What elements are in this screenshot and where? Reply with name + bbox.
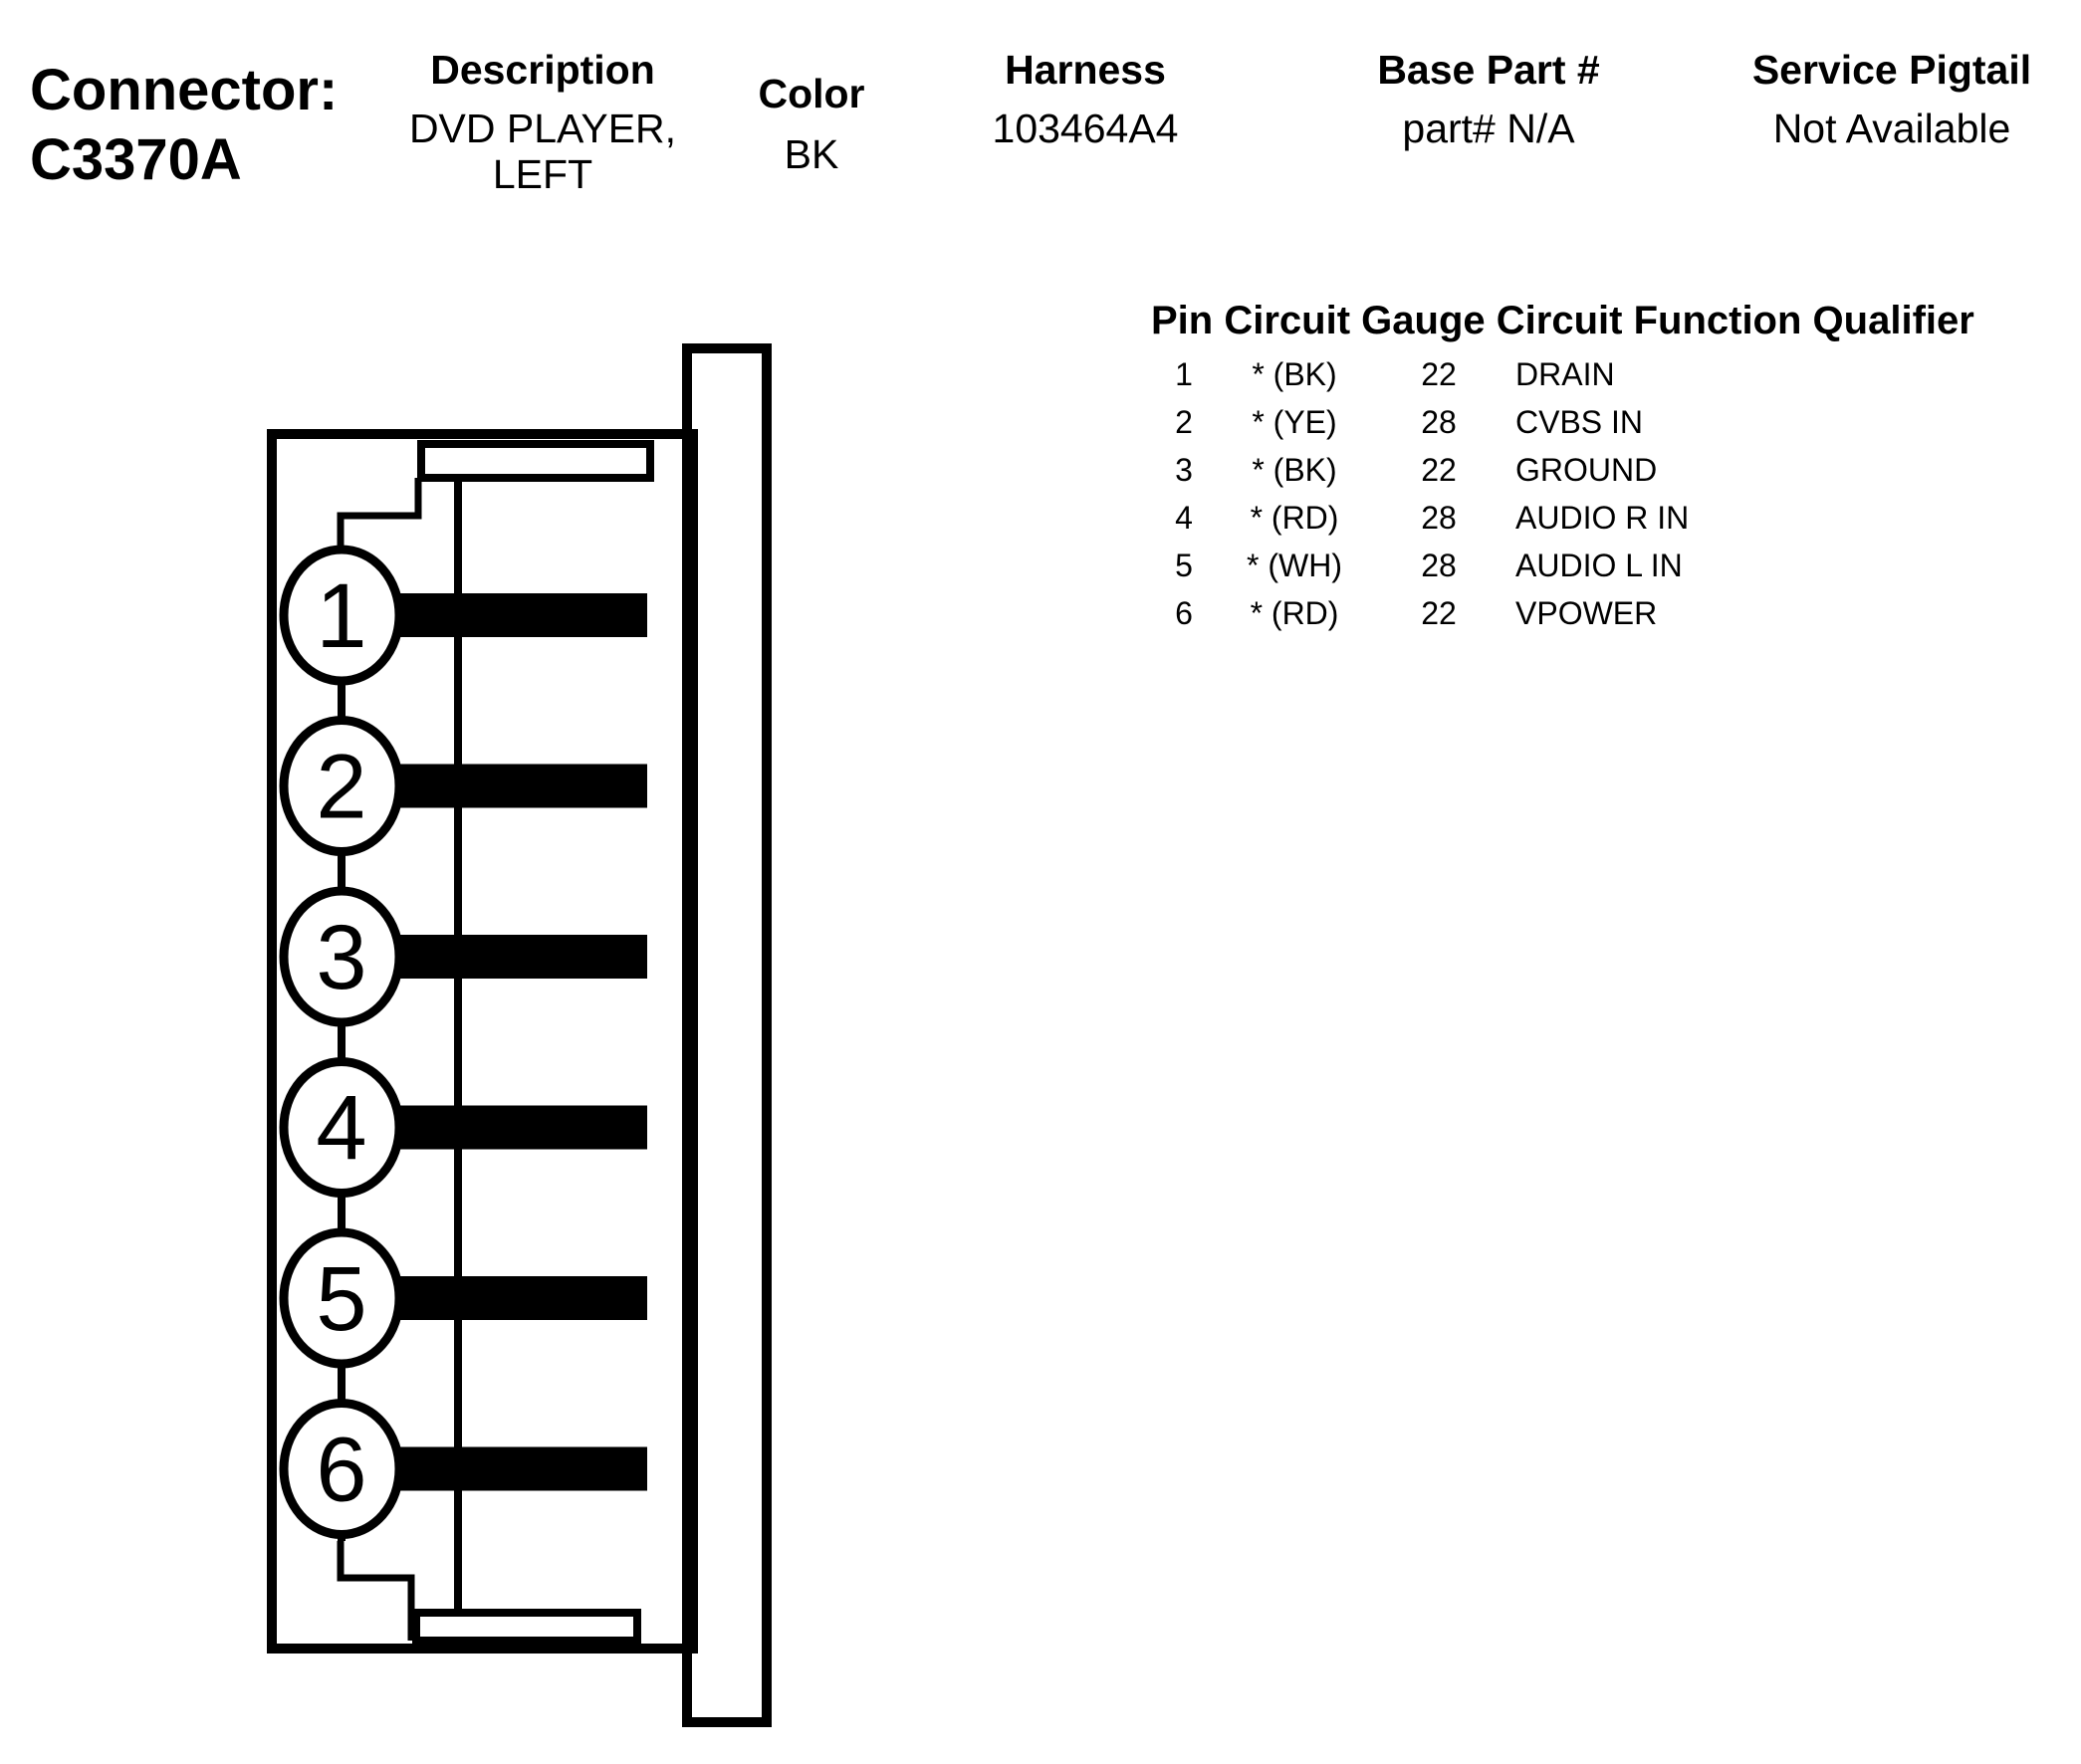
description-value: DVD PLAYER, LEFT <box>408 106 677 197</box>
pin-number-1: 1 <box>316 565 366 667</box>
harness-label: Harness <box>1005 47 1166 93</box>
col-header-pin: Pin <box>1151 299 1214 342</box>
pin-terminal-5 <box>393 1276 647 1320</box>
base-part-value: part# N/A <box>1402 106 1575 151</box>
connector-label: Connector: <box>30 58 339 122</box>
pin-number-3: 3 <box>316 907 366 1008</box>
pin-circle-3 <box>279 886 404 1027</box>
connector-id: C3370A <box>30 127 242 192</box>
pin-function: CVBS IN <box>1515 404 1644 440</box>
pin-circle-4 <box>279 1057 404 1198</box>
pin-circuit: * (BK) <box>1252 356 1337 392</box>
base-part-label: Base Part # <box>1377 47 1600 93</box>
pin-circle-2 <box>279 716 404 856</box>
pin-circle-5 <box>279 1227 404 1369</box>
pin-function: GROUND <box>1515 452 1658 488</box>
pin-number-6: 6 <box>316 1420 366 1521</box>
pin-circuit: * (WH) <box>1247 548 1342 583</box>
pin-layer: 1 2 3 4 5 6 <box>279 545 647 1539</box>
pin-circuit: * (YE) <box>1252 404 1337 440</box>
pin-number: 5 <box>1175 548 1193 583</box>
pin-function: DRAIN <box>1515 356 1615 392</box>
col-header-circuit: Circuit <box>1224 299 1351 342</box>
color-column: Color BK <box>732 70 891 177</box>
pin-number: 2 <box>1175 404 1193 440</box>
pin-number: 3 <box>1175 452 1193 488</box>
pin-number: 6 <box>1175 595 1193 631</box>
top-step-outline <box>337 478 422 557</box>
pin-table-header: Pin Circuit Gauge Circuit Function Quali… <box>1151 299 1974 343</box>
col-header-gauge: Gauge <box>1361 299 1486 342</box>
pin-number-5: 5 <box>316 1248 366 1350</box>
connector-title: Connector: C3370A <box>30 56 338 195</box>
col-header-function: Circuit Function <box>1496 299 1802 342</box>
pin-gauge: 22 <box>1421 452 1457 488</box>
pin-circle-1 <box>279 545 404 686</box>
description-label: Description <box>430 47 655 93</box>
pin-number: 1 <box>1175 356 1193 392</box>
pin-number-2: 2 <box>316 737 366 838</box>
base-part-column: Base Part # part# N/A <box>1334 46 1643 151</box>
pin-terminal-4 <box>393 1105 647 1150</box>
harness-value: 103464A4 <box>992 106 1179 151</box>
pin-function: VPOWER <box>1515 595 1658 631</box>
bottom-latch-slot <box>412 1609 641 1645</box>
pin-circuit: * (RD) <box>1250 595 1339 631</box>
connector-body <box>267 429 698 1654</box>
pin-circle-6 <box>279 1399 404 1539</box>
pin-circuit: * (RD) <box>1250 500 1339 536</box>
service-pigtail-column: Service Pigtail Not Available <box>1723 46 2061 151</box>
pin-gauge: 22 <box>1421 356 1457 392</box>
col-header-qualifier: Qualifier <box>1812 299 1974 342</box>
service-pigtail-label: Service Pigtail <box>1751 47 2032 93</box>
pin-function: AUDIO R IN <box>1515 500 1690 536</box>
top-latch-slot <box>417 440 654 482</box>
color-value: BK <box>784 131 839 177</box>
pin-terminal-1 <box>393 593 647 637</box>
pin-circuit: * (BK) <box>1252 452 1337 488</box>
pin-terminal-6 <box>393 1446 647 1491</box>
pin-function: AUDIO L IN <box>1515 548 1683 583</box>
harness-column: Harness 103464A4 <box>956 46 1215 151</box>
connector-flange <box>682 343 772 1727</box>
bottom-step-outline <box>337 1541 415 1641</box>
pin-number-4: 4 <box>316 1078 366 1180</box>
color-label: Color <box>758 71 865 116</box>
pin-terminal-2 <box>393 764 647 808</box>
pin-gauge: 28 <box>1421 548 1457 583</box>
service-pigtail-value: Not Available <box>1772 106 2011 151</box>
description-column: Description DVD PLAYER, LEFT <box>378 46 707 197</box>
pin-number: 4 <box>1175 500 1193 536</box>
pin-terminal-3 <box>393 935 647 979</box>
pin-gauge: 28 <box>1421 500 1457 536</box>
pin-gauge: 28 <box>1421 404 1457 440</box>
pin-gauge: 22 <box>1421 595 1457 631</box>
